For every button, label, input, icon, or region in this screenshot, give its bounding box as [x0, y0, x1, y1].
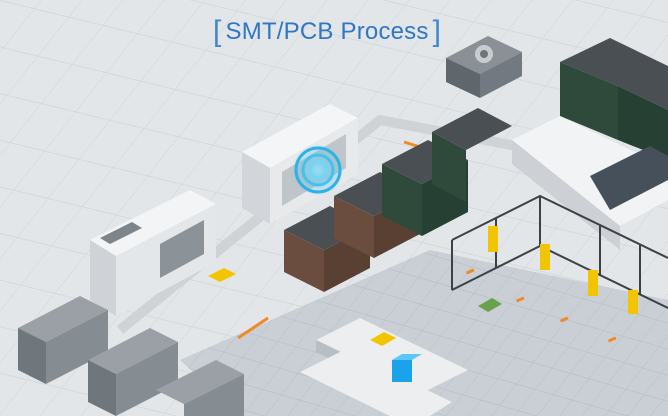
title-bracket-left: [: [213, 15, 222, 48]
title-text: SMT/PCB Process: [225, 18, 429, 45]
reflow-oven: [90, 190, 216, 316]
hvac-unit-icon: [446, 36, 522, 98]
robot-arms: [488, 226, 638, 314]
floor-markers: [465, 268, 617, 343]
assembly-workstations: [300, 318, 468, 416]
highlight-cube: [392, 354, 422, 382]
equipment-cabinets: [18, 296, 244, 416]
storage-racks: [284, 38, 668, 292]
path-marker-orange: [237, 316, 269, 340]
work-area-floor: [180, 250, 668, 416]
title-bracket-right: ]: [432, 15, 442, 48]
target-ring-icon: [292, 144, 344, 196]
agv-carts: [208, 268, 502, 346]
page-title: [ SMT/PCB Process ]: [213, 14, 441, 50]
